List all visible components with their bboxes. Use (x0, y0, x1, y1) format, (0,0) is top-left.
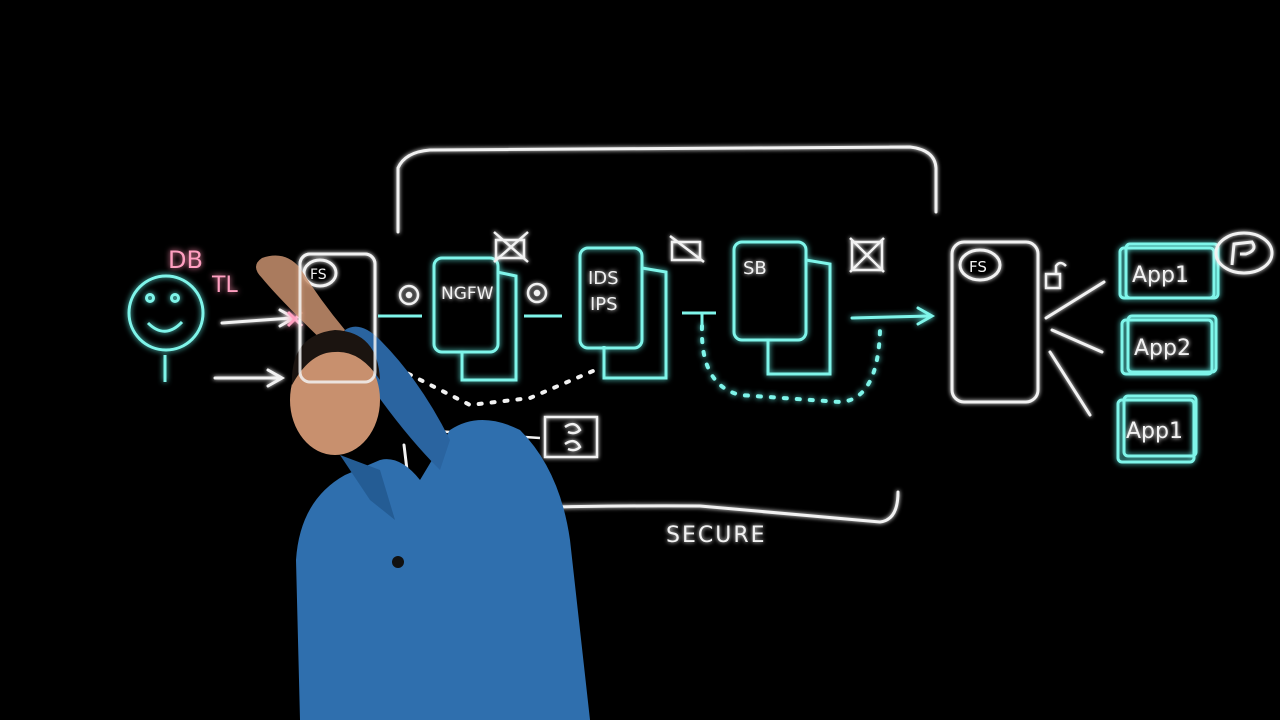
fs-left-label: FS (310, 267, 327, 283)
presenter-collar (340, 455, 395, 520)
user-arrows (213, 308, 298, 388)
fs-right-box (950, 240, 1040, 404)
lock-icon (398, 284, 420, 306)
fs-right-label: FS (969, 258, 987, 276)
ngfw-label: NGFW (441, 284, 494, 304)
ips-label: IPS (590, 294, 618, 315)
app3-box (1116, 394, 1198, 464)
secure-label: SECURE (666, 523, 767, 548)
ids-ips-box (578, 246, 668, 380)
crossed-key-icon-3 (849, 237, 885, 273)
ids-label: IDS (588, 268, 619, 289)
top-bracket (396, 145, 938, 234)
presenter-hair (291, 330, 380, 385)
tls-label: TL (211, 273, 238, 298)
lapel-mic-icon (392, 556, 404, 568)
user-smiley-icon (127, 274, 205, 382)
crossed-key-icon (493, 231, 529, 263)
presenter-head (290, 345, 380, 455)
app2-box (1120, 314, 1218, 376)
lock-icon-2 (526, 282, 548, 304)
certificate-icon (1214, 231, 1274, 275)
crossed-key-icon-2 (669, 235, 705, 263)
presenter-figure (256, 255, 590, 720)
dotted-to-storage (383, 360, 602, 408)
app3-label: App1 (1126, 419, 1183, 444)
user-tag: DB (168, 246, 203, 274)
arrow-sb-fs (850, 306, 936, 326)
app1-box (1118, 242, 1220, 300)
fs-left-box-overlay (298, 252, 377, 384)
app1-label: App1 (1132, 263, 1189, 288)
storage-icon (543, 415, 599, 459)
ngfw-box (432, 256, 518, 382)
unlock-icon (1044, 261, 1067, 290)
sb-label: SB (743, 258, 767, 279)
fanout-lines (1044, 280, 1106, 417)
app2-label: App2 (1134, 336, 1191, 361)
sb-box (732, 240, 832, 376)
